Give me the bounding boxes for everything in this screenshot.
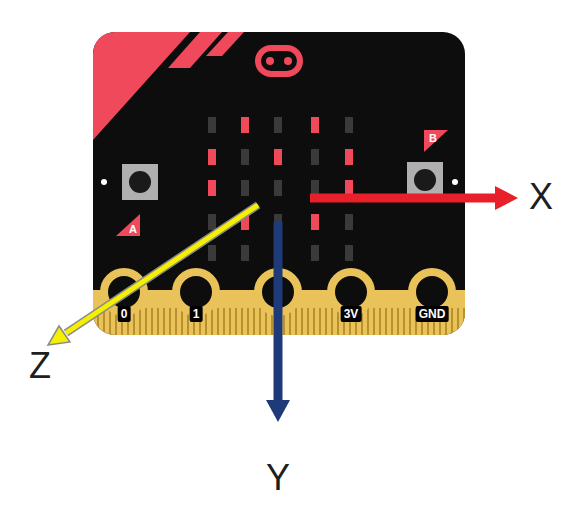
corner-stripe (93, 32, 190, 140)
finger (301, 308, 303, 335)
led (345, 149, 353, 165)
button-a (122, 164, 158, 200)
finger (181, 308, 183, 335)
finger (409, 308, 411, 335)
finger (253, 308, 255, 335)
finger (307, 308, 309, 335)
finger (175, 308, 177, 335)
button-b (407, 162, 443, 198)
led (208, 245, 216, 261)
finger (373, 308, 375, 335)
corner-stripe (206, 32, 244, 56)
finger (163, 308, 165, 335)
led (311, 245, 319, 261)
finger (169, 308, 171, 335)
hole (452, 179, 458, 185)
led (345, 245, 353, 261)
led (241, 117, 249, 133)
finger (247, 308, 249, 335)
axis-label: X (529, 179, 553, 215)
finger (331, 308, 333, 335)
finger (217, 308, 219, 335)
finger (391, 308, 393, 335)
logo-dot (284, 57, 292, 65)
pin-label: 3V (341, 306, 362, 322)
finger (109, 308, 111, 335)
finger (151, 308, 153, 335)
led (311, 117, 319, 133)
button-b-tag (424, 130, 448, 152)
finger (295, 308, 297, 335)
finger (325, 308, 327, 335)
finger (223, 308, 225, 335)
z-axis (48, 205, 258, 345)
finger (403, 308, 405, 335)
finger (235, 308, 237, 335)
hole (101, 179, 107, 185)
finger (259, 308, 261, 335)
y-axis-head (266, 400, 290, 422)
logo-dot (266, 57, 274, 65)
led (241, 180, 249, 196)
led (345, 214, 353, 230)
led (208, 214, 216, 230)
led (345, 117, 353, 133)
finger (319, 308, 321, 335)
z-axis-line (66, 205, 258, 333)
led (208, 149, 216, 165)
led (274, 117, 282, 133)
x-axis-line (310, 194, 497, 203)
finger (385, 308, 387, 335)
button-b-cap (414, 169, 436, 191)
led (274, 149, 282, 165)
axis-label: Y (266, 460, 290, 496)
pin-label: 0 (118, 306, 131, 322)
y-axis (266, 222, 290, 422)
finger (313, 308, 315, 335)
led (208, 117, 216, 133)
logo (258, 48, 300, 74)
finger (451, 308, 453, 335)
finger (211, 308, 213, 335)
finger (379, 308, 381, 335)
finger (157, 308, 159, 335)
led (241, 149, 249, 165)
finger (139, 308, 141, 335)
pin-label: 1 (190, 306, 203, 322)
finger (145, 308, 147, 335)
led (311, 149, 319, 165)
button-label: B (429, 133, 437, 144)
z-axis-head (48, 326, 70, 345)
z-axis-outline (66, 205, 258, 333)
x-axis (310, 186, 518, 210)
button-label: A (129, 224, 137, 235)
finger (397, 308, 399, 335)
finger (229, 308, 231, 335)
finger (463, 308, 465, 335)
button-a-tag (116, 214, 140, 236)
finger (367, 308, 369, 335)
pin-label: GND (416, 306, 449, 322)
button-a-cap (129, 171, 151, 193)
led (208, 180, 216, 196)
led (241, 245, 249, 261)
x-axis-head (495, 186, 518, 210)
led (274, 180, 282, 196)
y-axis-line (274, 222, 283, 402)
axis-label: Z (29, 348, 51, 384)
finger (457, 308, 459, 335)
led (311, 214, 319, 230)
finger (241, 308, 243, 335)
